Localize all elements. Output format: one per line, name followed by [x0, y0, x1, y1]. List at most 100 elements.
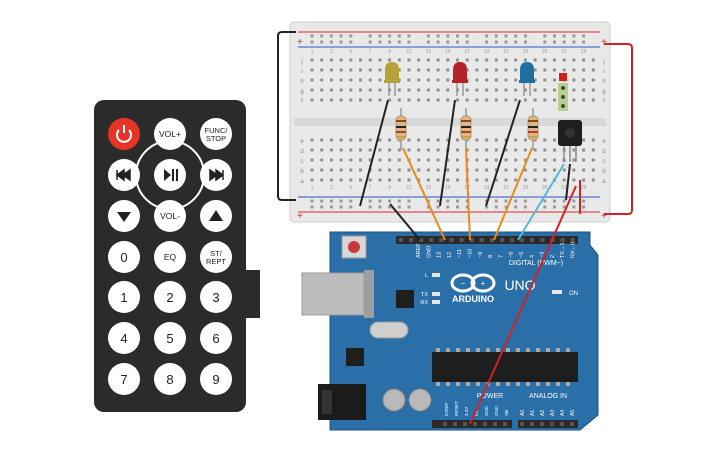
column-number: 1 — [311, 185, 314, 191]
resistor — [527, 108, 539, 150]
remote-button-label: FUNC/ — [205, 126, 229, 135]
svg-text:+: + — [481, 279, 486, 288]
remote-button-9[interactable]: 9 — [200, 363, 232, 395]
remote-button-6[interactable]: 6 — [200, 322, 232, 354]
remote-button-label: 4 — [120, 331, 127, 346]
column-number: 9 — [388, 185, 391, 191]
next-icon — [209, 168, 225, 182]
previous-icon — [115, 168, 131, 182]
crystal — [369, 321, 409, 339]
wire-gnd-yellow — [359, 99, 389, 207]
digital-pin-label: ~9 — [478, 252, 484, 258]
analog-pin-label: A2 — [540, 410, 546, 416]
row-letter: g — [300, 89, 303, 95]
status-led-label: RX — [420, 300, 428, 306]
remote-button-play-pause[interactable] — [154, 159, 186, 191]
column-number: 15 — [445, 185, 451, 191]
remote-button-7[interactable]: 7 — [108, 363, 140, 395]
remote-button-8[interactable]: 8 — [154, 363, 186, 395]
remote-button-next[interactable] — [200, 159, 232, 191]
column-number: 7 — [369, 185, 372, 191]
analog-pin-label: A0 — [520, 410, 526, 416]
remote-button-label: 6 — [212, 331, 219, 346]
red-led — [452, 62, 468, 96]
digital-header-label: DIGITAL (PWM~) — [509, 260, 563, 267]
remote-button-label: ST/ — [210, 249, 223, 258]
analog-header — [518, 420, 578, 428]
up-arrow-icon — [209, 210, 223, 221]
power-pin-label: RESET — [454, 401, 459, 416]
remote-button-label: 7 — [120, 372, 127, 387]
remote-button-up[interactable] — [200, 200, 232, 232]
remote-button-vol-down[interactable]: VOL- — [154, 200, 186, 232]
digital-pin-label: ~5 — [519, 252, 525, 258]
digital-pin-label: ~10 — [468, 249, 474, 258]
row-letter: a — [602, 179, 606, 185]
remote-button-5[interactable]: 5 — [154, 322, 186, 354]
remote-button-2[interactable]: 2 — [154, 281, 186, 313]
remote-button-vol-up[interactable]: VOL+ — [154, 118, 186, 150]
digital-pin-label: ~3 — [540, 252, 546, 258]
row-letter: e — [602, 139, 606, 145]
row-letter: j — [602, 59, 604, 65]
column-number: 21 — [503, 185, 509, 191]
remote-button-4[interactable]: 4 — [108, 322, 140, 354]
column-number: 21 — [503, 49, 509, 55]
column-number: 19 — [484, 49, 490, 55]
rail-plus-bottom-left: + — [297, 211, 303, 222]
row-letter: a — [300, 179, 304, 185]
power-pin-label: GND — [494, 405, 499, 416]
remote-button-3[interactable]: 3 — [200, 281, 232, 313]
digital-pin-label: 13 — [437, 252, 443, 258]
digital-pin-label: AREF — [416, 243, 422, 258]
remote-button-eq[interactable]: EQ — [154, 241, 186, 273]
row-letter: b — [602, 169, 606, 175]
ir-receiver — [558, 120, 582, 162]
usb-connector — [301, 272, 365, 316]
wire-gnd-rail-loop — [277, 31, 296, 201]
power-icon — [116, 129, 132, 143]
power-header-label: POWER — [477, 393, 503, 400]
remote-button-0[interactable]: 0 — [108, 241, 140, 273]
digital-pin-label: ~6 — [509, 252, 515, 258]
remote-button-label: 8 — [166, 372, 173, 387]
wires — [277, 31, 633, 425]
capacitor-2 — [408, 388, 432, 412]
column-number: 9 — [388, 49, 391, 55]
wire-5v-arduino — [469, 185, 577, 425]
remote-button-label: REPT — [206, 257, 226, 266]
resistors — [395, 108, 539, 150]
wire-pin13 — [402, 147, 446, 241]
row-letter: c — [603, 159, 606, 165]
on-label: ON — [569, 291, 578, 297]
digital-pin-label: TX→1 — [560, 242, 566, 258]
remote-button-label: VOL+ — [159, 129, 181, 139]
atmega-chip — [432, 352, 578, 382]
digital-pin-label: GND — [426, 246, 432, 258]
remote-button-power[interactable] — [108, 118, 140, 150]
column-number: 23 — [523, 49, 529, 55]
breadboard-holes — [310, 34, 595, 209]
remote-button-label: 9 — [212, 372, 219, 387]
row-letter: b — [300, 169, 304, 175]
capacitor-1 — [382, 388, 406, 412]
column-number: 13 — [426, 185, 432, 191]
row-letter: i — [603, 69, 604, 75]
play-pause-icon — [164, 169, 171, 181]
remote-button-st-rept[interactable]: ST/REPT — [200, 241, 232, 273]
column-number: 13 — [426, 49, 432, 55]
power-pin-label: GND — [484, 405, 489, 416]
remote-button-down[interactable] — [108, 200, 140, 232]
usb-chip — [396, 290, 414, 308]
regulator — [346, 348, 364, 366]
remote-button-func-stop[interactable]: FUNC/STOP — [200, 118, 232, 150]
blue-led — [519, 62, 535, 96]
remote-button-1[interactable]: 1 — [108, 281, 140, 313]
remote-button-prev[interactable] — [108, 159, 140, 191]
column-number: 29 — [581, 49, 587, 55]
wire-ir-signal — [517, 163, 565, 241]
